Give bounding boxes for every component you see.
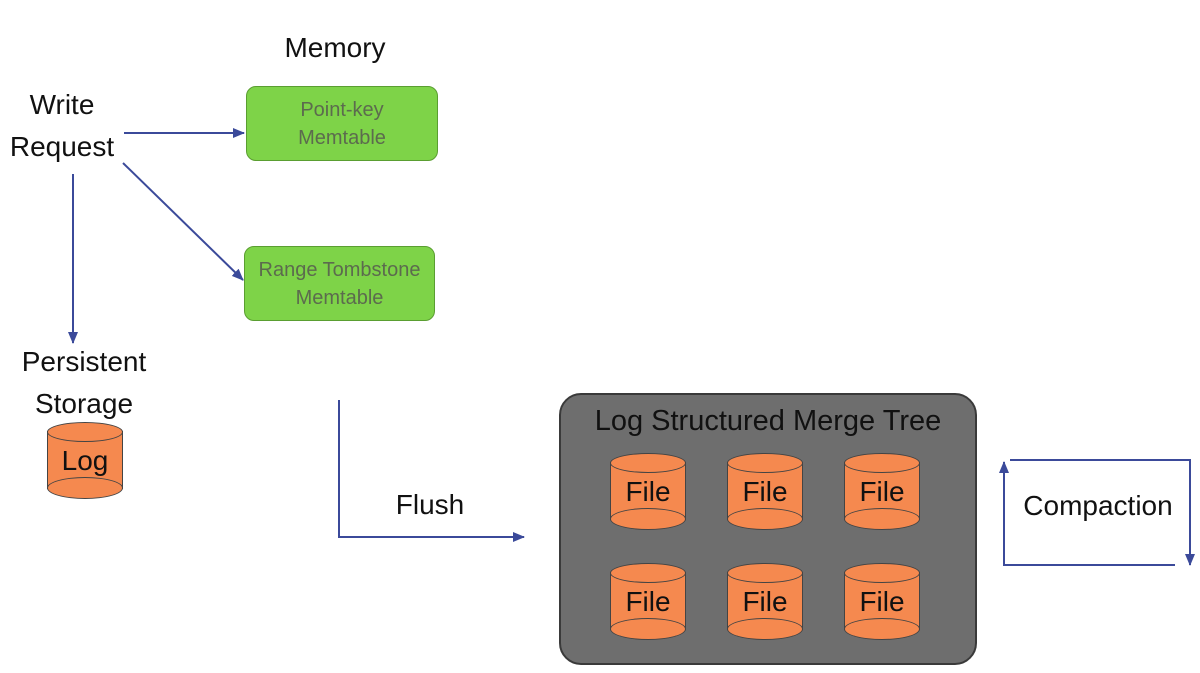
lsm-tree-title: Log Structured Merge Tree [594, 405, 942, 437]
file-cylinder: File [844, 563, 920, 640]
file-label: File [625, 586, 671, 617]
file-cylinder: File [727, 563, 803, 640]
write-request-label: Write Request [0, 84, 124, 168]
arrow-write-to-range-tombstone [122, 162, 244, 281]
arrow-compaction-up [999, 461, 1175, 566]
file-cylinder: File [727, 453, 803, 530]
compaction-label: Compaction [1023, 490, 1173, 521]
write-request-line2: Request [9, 131, 115, 162]
log-label: Log [61, 445, 109, 476]
file-label: File [625, 476, 671, 507]
file-label: File [742, 586, 788, 617]
range-tombstone-memtable: Range Tombstone Memtable [244, 246, 435, 321]
point-key-memtable-line1: Point-key [300, 98, 384, 121]
persistent-storage-line1: Persistent [21, 346, 147, 377]
file-label: File [859, 476, 905, 507]
persistent-storage-line2: Storage [34, 388, 134, 419]
file-label: File [859, 586, 905, 617]
arrow-flush [338, 400, 525, 542]
file-cylinder: File [844, 453, 920, 530]
range-tombstone-memtable-line1: Range Tombstone [258, 258, 421, 281]
persistent-storage-label: Persistent Storage [8, 341, 160, 425]
point-key-memtable: Point-key Memtable [246, 86, 438, 161]
range-tombstone-memtable-line2: Memtable [295, 286, 384, 309]
file-cylinder: File [610, 563, 686, 640]
memory-title: Memory [284, 32, 386, 63]
arrow-compaction-down [1010, 459, 1195, 566]
log-storage-cylinder: Log [47, 422, 123, 499]
flush-label: Flush [395, 489, 465, 520]
write-request-line1: Write [29, 89, 95, 120]
file-label: File [742, 476, 788, 507]
file-cylinder: File [610, 453, 686, 530]
point-key-memtable-line2: Memtable [298, 126, 386, 149]
